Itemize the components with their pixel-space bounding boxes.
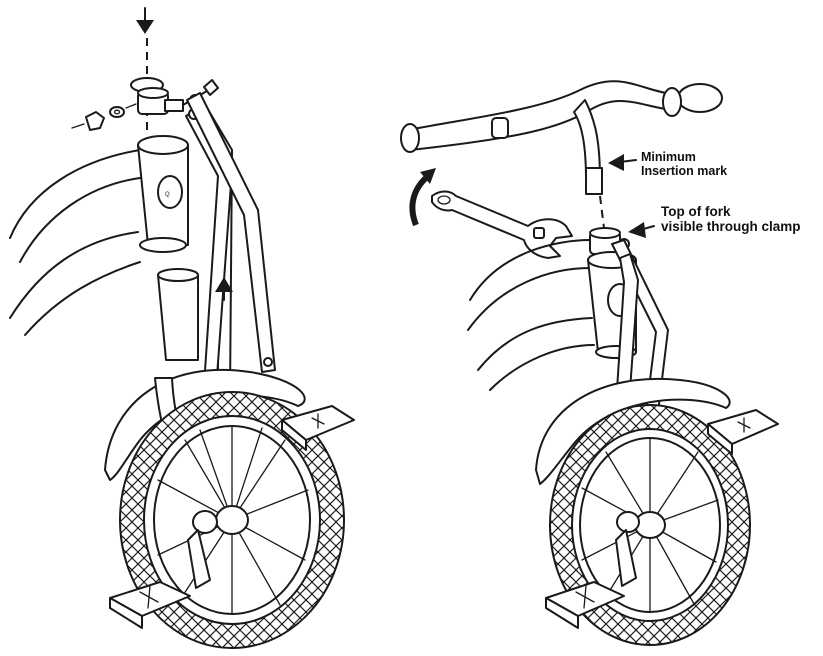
wrench-icon	[432, 192, 572, 259]
frame-top-tube	[10, 150, 140, 238]
minimum-insertion-line-1: Minimum	[641, 150, 727, 164]
minimum-insertion-label: Minimum Insertion mark	[641, 150, 727, 178]
badge-logo: Q	[165, 192, 170, 198]
insertion-mark-arrow-icon	[608, 154, 636, 171]
down-arrow-icon	[136, 8, 154, 34]
top-of-fork-label: Top of fork visible through clamp	[661, 204, 801, 234]
top-of-fork-line-2: visible through clamp	[661, 219, 801, 234]
left-figure: Q	[10, 8, 354, 648]
top-of-fork-line-1: Top of fork	[661, 204, 801, 219]
minimum-insertion-line-2: Insertion mark	[641, 164, 727, 178]
alignment-dashed-line-right	[600, 196, 604, 228]
steerer-tube	[158, 275, 198, 360]
head-tube: Q	[138, 136, 188, 252]
fork-top-arrow-icon	[628, 222, 654, 238]
nut-washer	[72, 104, 136, 130]
